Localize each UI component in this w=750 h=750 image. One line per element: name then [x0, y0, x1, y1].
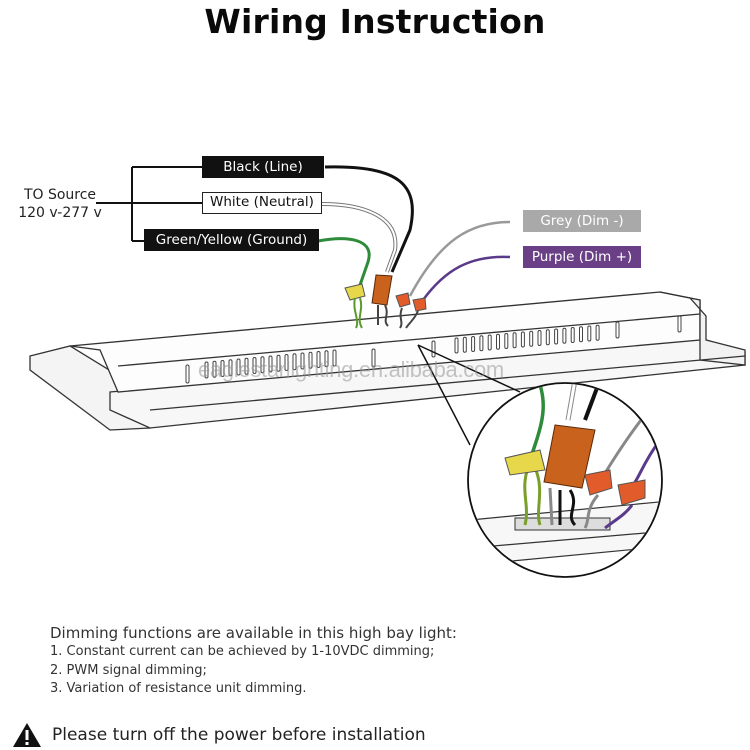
magnifier-detail	[467, 382, 663, 578]
wires	[317, 165, 511, 301]
wire-label-black: Black (Line)	[202, 156, 324, 178]
vent-slot	[308, 351, 313, 369]
warning-triangle-icon	[13, 723, 41, 747]
grey-wire	[408, 220, 511, 297]
vent-slot	[462, 336, 467, 353]
vent-slot	[292, 353, 297, 371]
connectors	[344, 274, 427, 329]
fixture-body	[29, 291, 746, 431]
vent-slot	[454, 337, 459, 354]
source-label: TO Source 120 v-277 v	[10, 186, 110, 222]
vent-slot	[252, 357, 257, 374]
watermark: eaglestarlighting.en.alibaba.com	[198, 357, 504, 382]
vent-slot	[268, 355, 273, 373]
warning-text: Please turn off the power before install…	[52, 725, 426, 745]
vent-slot	[496, 333, 500, 350]
source-bracket	[96, 166, 202, 242]
notes-heading: Dimming functions are available in this …	[50, 624, 457, 642]
vent-slot	[479, 335, 484, 352]
vent-slot	[300, 352, 305, 370]
notes-item: 2. PWM signal dimming;	[50, 662, 207, 678]
ground-wire	[317, 237, 371, 286]
notes-item: 1. Constant current can be achieved by 1…	[50, 644, 435, 659]
vent-slot	[284, 354, 289, 371]
vent-slot	[529, 330, 534, 347]
source-voltage: 120 v-277 v	[18, 205, 102, 221]
vent-slot	[332, 349, 337, 367]
vent-slot	[316, 351, 321, 368]
vent-slot	[579, 326, 583, 343]
vent-slot	[220, 360, 225, 377]
vent-slot	[677, 315, 682, 333]
vent-slot	[487, 334, 492, 351]
vent-slot	[471, 336, 476, 352]
vent-slot	[504, 333, 509, 349]
wire-label-white: White (Neutral)	[202, 192, 322, 214]
white-wire-inner	[321, 203, 397, 273]
vent-slots	[185, 315, 682, 384]
warning: Please turn off the power before install…	[12, 722, 426, 748]
vent-slot	[204, 361, 209, 379]
page-title: Wiring Instruction	[204, 2, 546, 41]
vent-slot	[554, 328, 559, 345]
vent-slot	[512, 332, 517, 349]
vent-slot	[587, 325, 592, 342]
wire-label-grey: Grey (Dim -)	[523, 210, 641, 232]
vent-slot	[276, 354, 281, 372]
vent-slot	[236, 358, 241, 376]
vent-slot	[260, 356, 265, 374]
vent-slot	[228, 359, 233, 377]
purple-wire	[421, 255, 511, 301]
vent-slot	[324, 350, 329, 368]
vent-slot	[520, 331, 525, 348]
wire-label-ground: Green/Yellow (Ground)	[144, 229, 319, 251]
black-wire	[324, 165, 414, 273]
vent-slot	[537, 330, 542, 346]
vent-slot	[371, 348, 376, 368]
vent-slot	[615, 321, 620, 339]
callout-lines	[417, 344, 521, 446]
vent-slot	[185, 364, 190, 384]
vent-slot	[595, 324, 600, 341]
notes-item: 3. Variation of resistance unit dimming.	[50, 681, 307, 696]
dimming-notes: Dimming functions are available in this …	[50, 623, 457, 699]
vent-slot	[562, 327, 567, 344]
vent-slot	[545, 329, 550, 346]
vent-slot	[244, 357, 249, 375]
vent-slot	[431, 340, 436, 358]
source-label-line1: TO Source	[23, 187, 97, 203]
vent-slot	[212, 360, 217, 378]
vent-slot	[570, 327, 575, 343]
wire-label-purple: Purple (Dim +)	[523, 246, 641, 268]
